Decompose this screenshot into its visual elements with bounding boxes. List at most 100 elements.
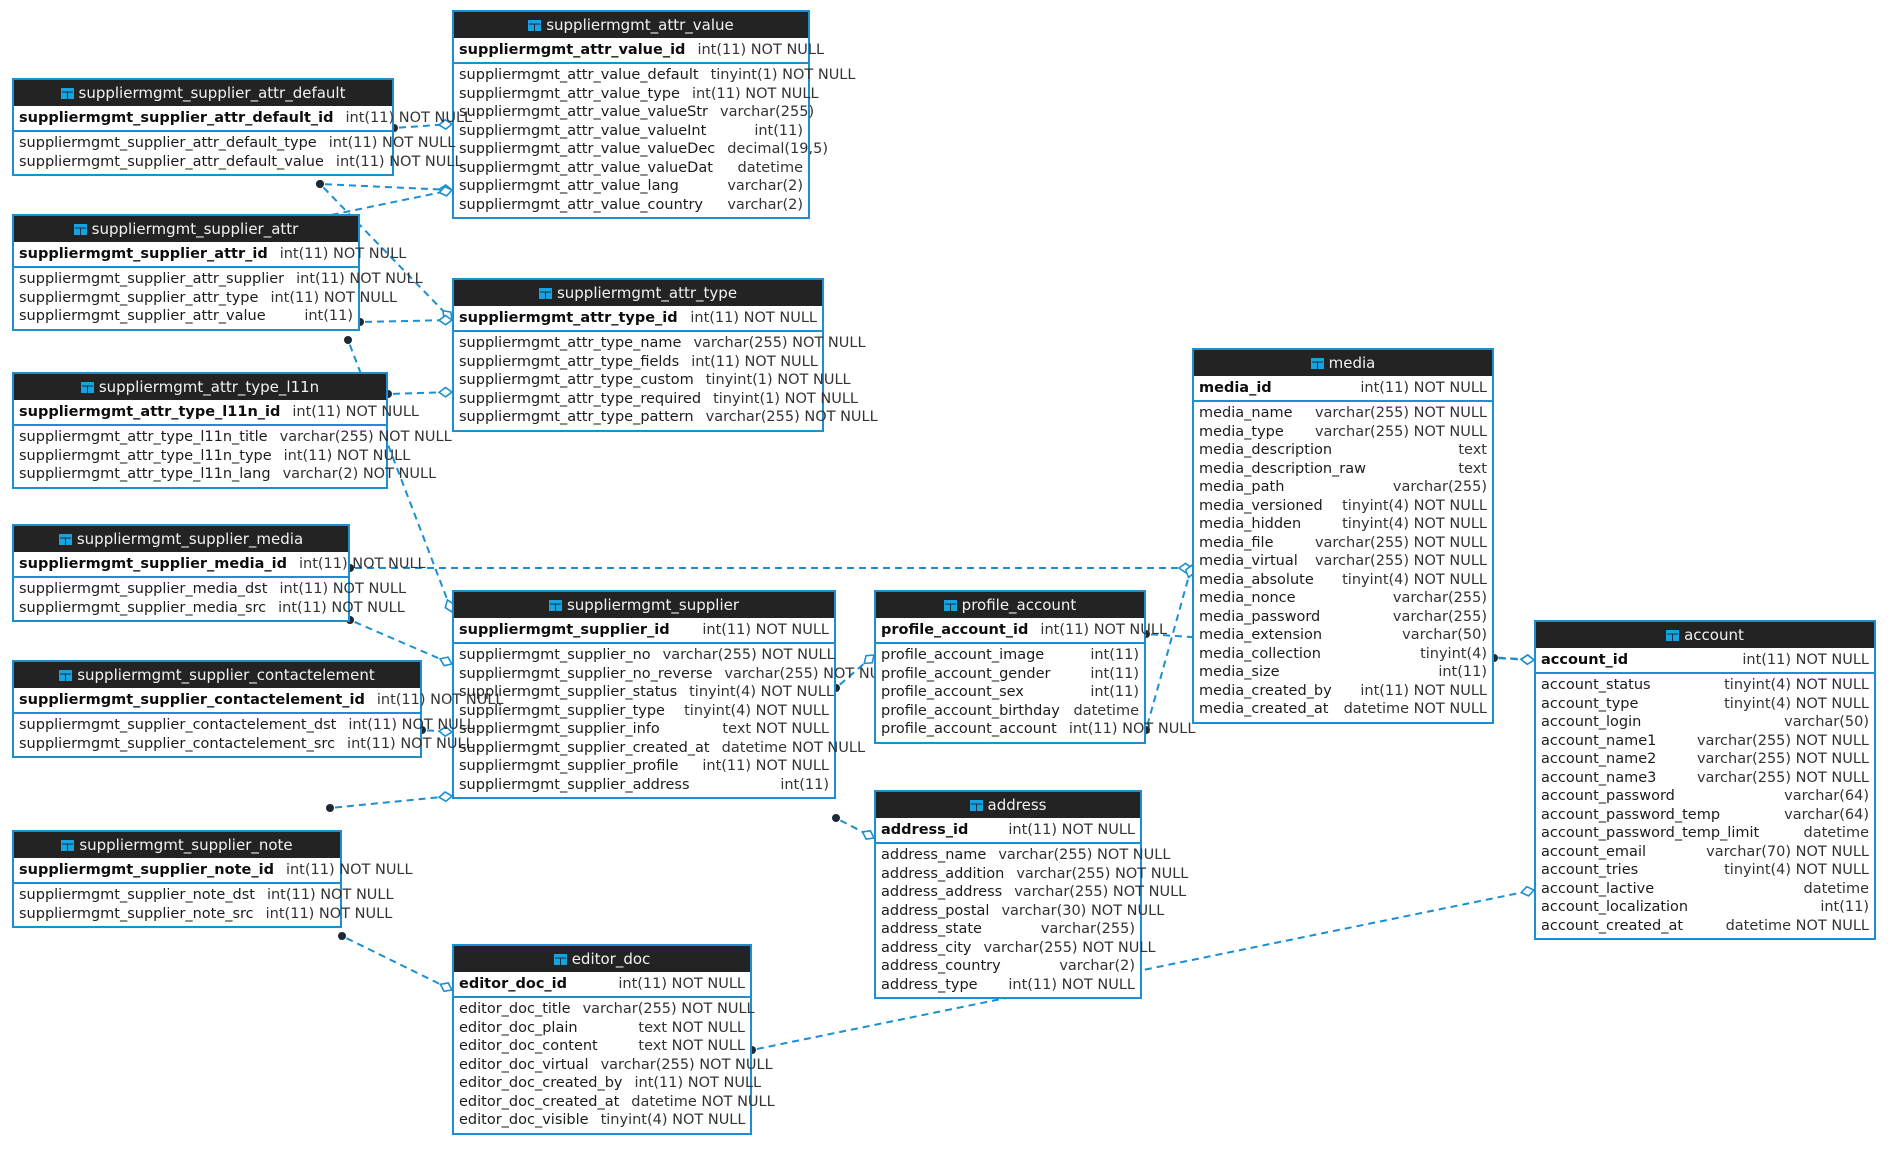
column-row[interactable]: suppliermgmt_supplier_attr_default_value… — [14, 153, 463, 172]
table-header[interactable]: suppliermgmt_supplier — [454, 592, 834, 618]
table-header[interactable]: editor_doc — [454, 946, 750, 972]
table-header[interactable]: suppliermgmt_supplier_note — [14, 832, 340, 858]
table-header[interactable]: account — [1536, 622, 1874, 648]
table-header[interactable]: media — [1194, 350, 1492, 376]
column-row[interactable]: suppliermgmt_supplier_contactelement_dst… — [14, 716, 475, 735]
table-header[interactable]: suppliermgmt_attr_value — [454, 12, 808, 38]
table-header[interactable]: suppliermgmt_supplier_attr — [14, 216, 358, 242]
table-header[interactable]: address — [876, 792, 1140, 818]
table-header[interactable]: suppliermgmt_supplier_contactelement — [14, 662, 420, 688]
table-header[interactable]: suppliermgmt_attr_type — [454, 280, 822, 306]
table-header[interactable]: suppliermgmt_supplier_media — [14, 526, 348, 552]
table-header[interactable]: suppliermgmt_attr_type_l11n — [14, 374, 386, 400]
table-header[interactable]: suppliermgmt_supplier_attr_default — [14, 80, 392, 106]
